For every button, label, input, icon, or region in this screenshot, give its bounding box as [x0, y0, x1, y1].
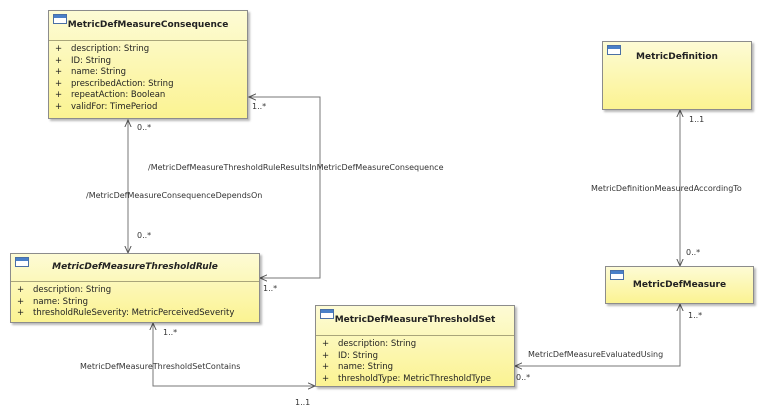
class-icon: [53, 14, 67, 24]
association-evaluated-using[interactable]: MetricDefMeasureEvaluatedUsing 1..* 0..*: [515, 304, 702, 382]
association-contains[interactable]: MetricDefMeasureThresholdSetContains 1..…: [80, 323, 315, 407]
multiplicity-label: 1..*: [163, 328, 177, 337]
attribute-list: +description: String +name: String +thre…: [11, 282, 259, 320]
association-depends-on[interactable]: /MetricDefMeasureConsequenceDependsOn 0.…: [86, 120, 262, 253]
multiplicity-label: 1..*: [688, 311, 702, 320]
attribute-item: +ID: String: [322, 350, 378, 361]
attribute-item: +validFor: TimePeriod: [55, 101, 158, 112]
attribute-item: +repeatAction: Boolean: [55, 90, 166, 100]
class-header: MetricDefMeasureThresholdRule: [11, 254, 259, 281]
class-header: MetricDefMeasureConsequence: [49, 11, 247, 40]
class-metric-definition[interactable]: MetricDefinition: [602, 41, 752, 110]
multiplicity-label: 1..1: [295, 398, 310, 407]
attribute-item: +description: String: [322, 339, 417, 349]
class-metric-def-measure-threshold-rule[interactable]: MetricDefMeasureThresholdRule +descripti…: [10, 253, 260, 323]
attribute-list: +description: String +ID: String +name: …: [49, 41, 247, 113]
class-name: MetricDefMeasureThresholdSet: [334, 315, 496, 325]
class-metric-def-measure[interactable]: MetricDefMeasure: [605, 266, 754, 304]
association-label: /MetricDefMeasureThresholdRuleResultsInM…: [148, 163, 444, 172]
multiplicity-label: 0..*: [137, 123, 151, 132]
multiplicity-label: 1..*: [252, 102, 266, 111]
multiplicity-label: 0..*: [516, 373, 530, 382]
association-label: MetricDefinitionMeasuredAccordingTo: [591, 184, 742, 193]
class-header: MetricDefMeasure: [606, 267, 753, 303]
attribute-item: +thresholdType: MetricThresholdType: [322, 373, 491, 384]
attribute-item: +prescribedAction: String: [55, 78, 174, 89]
attribute-item: +thresholdRuleSeverity: MetricPerceivedS…: [17, 308, 235, 318]
multiplicity-label: 0..*: [686, 248, 700, 257]
association-measured-according-to[interactable]: MetricDefinitionMeasuredAccordingTo 1..1…: [591, 110, 742, 266]
class-metric-def-measure-threshold-set[interactable]: MetricDefMeasureThresholdSet +descriptio…: [315, 305, 515, 387]
class-name: MetricDefinition: [636, 52, 718, 62]
association-label: MetricDefMeasureThresholdSetContains: [80, 362, 240, 371]
class-header: MetricDefinition: [603, 42, 751, 72]
attribute-item: +description: String: [17, 285, 112, 295]
class-name: MetricDefMeasureThresholdRule: [52, 262, 218, 272]
class-name: MetricDefMeasure: [632, 280, 727, 290]
attribute-item: +name: String: [322, 362, 394, 372]
attribute-item: +name: String: [17, 296, 89, 307]
multiplicity-label: 1..1: [689, 115, 704, 124]
attribute-item: +ID: String: [55, 55, 111, 66]
class-header: MetricDefMeasureThresholdSet: [316, 306, 514, 335]
attribute-item: +name: String: [55, 67, 127, 77]
multiplicity-label: 1..*: [263, 284, 277, 293]
attribute-item: +description: String: [55, 44, 150, 54]
class-icon: [610, 270, 624, 280]
class-name: MetricDefMeasureConsequence: [67, 20, 229, 30]
association-results-in[interactable]: /MetricDefMeasureThresholdRuleResultsInM…: [148, 97, 444, 293]
class-icon: [607, 45, 621, 55]
attribute-list: +description: String +ID: String +name: …: [316, 336, 514, 385]
class-metric-def-measure-consequence[interactable]: MetricDefMeasureConsequence +description…: [48, 10, 248, 119]
association-label: /MetricDefMeasureConsequenceDependsOn: [86, 191, 262, 200]
class-icon: [320, 309, 334, 319]
class-icon: [15, 257, 29, 267]
association-label: MetricDefMeasureEvaluatedUsing: [528, 350, 663, 359]
multiplicity-label: 0..*: [137, 231, 151, 240]
